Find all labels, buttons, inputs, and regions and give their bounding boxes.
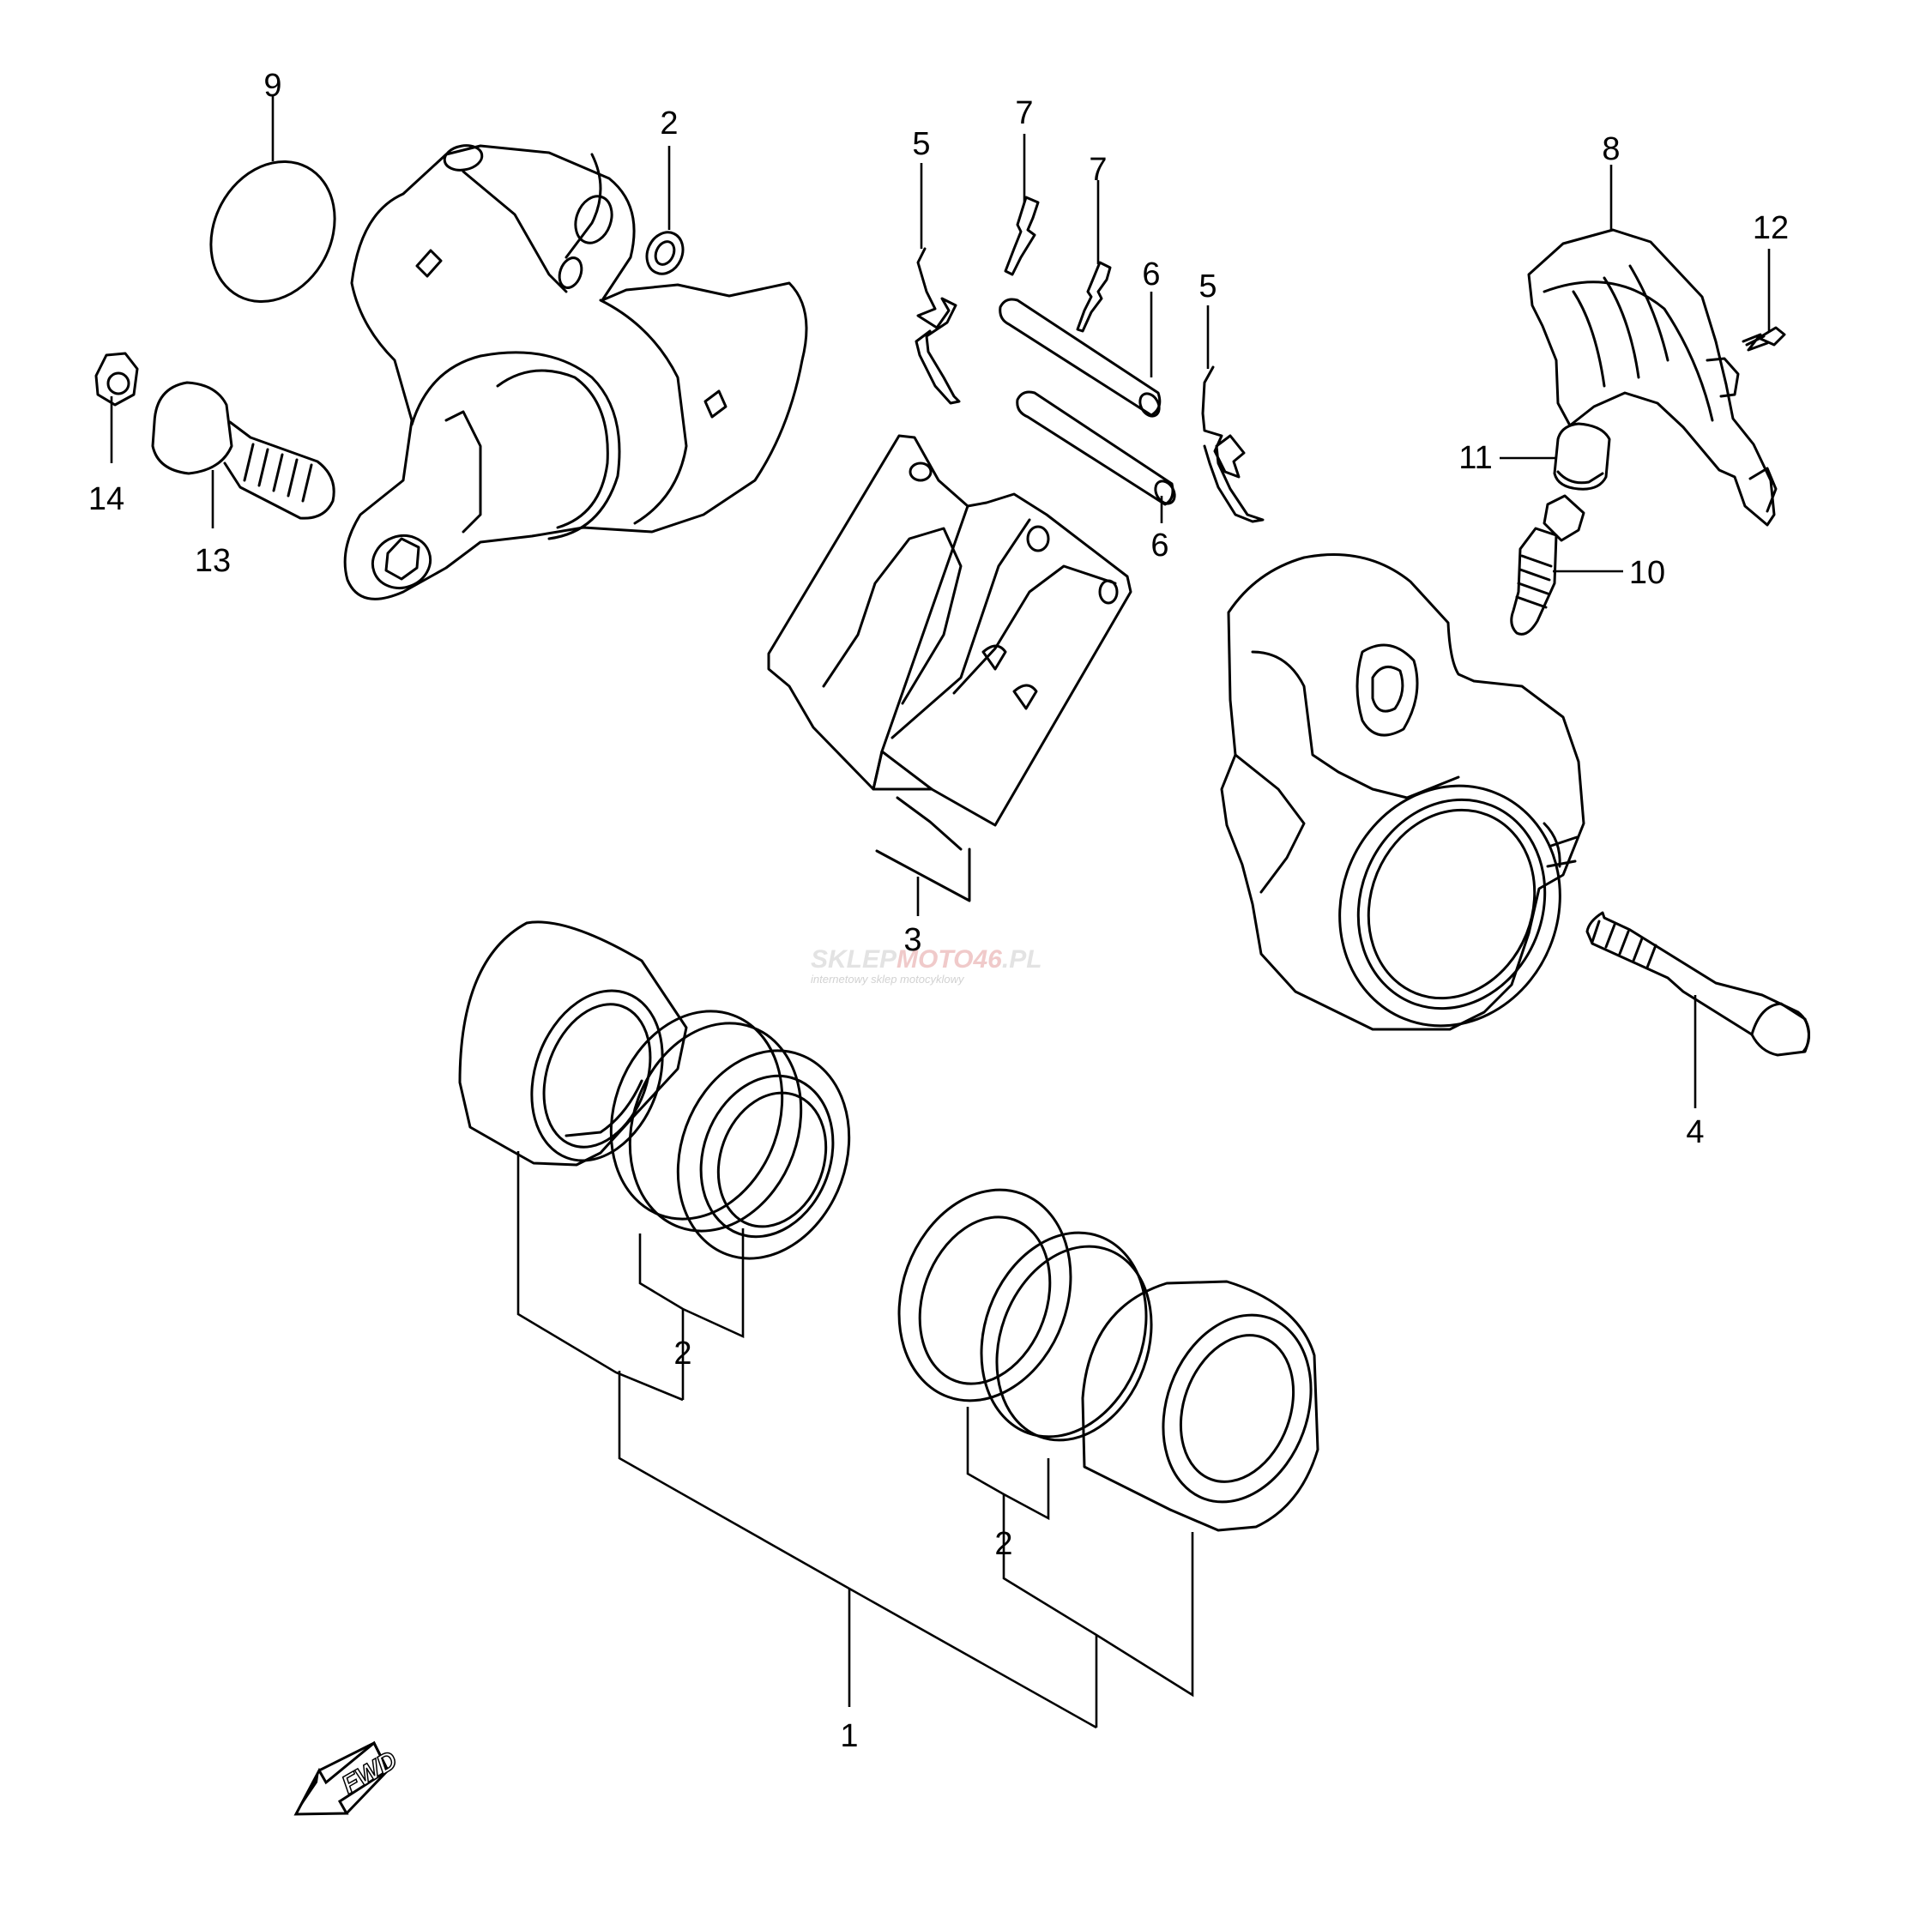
- callout-13: 13: [195, 543, 231, 579]
- watermark: SKLEPMOTO46.PL internetowy sklep motocyk…: [811, 945, 1042, 986]
- brake-pad-set-part: [767, 434, 1132, 902]
- caliper-bolt-part: [1585, 911, 1810, 1057]
- pad-spring-clip-part: [915, 247, 961, 405]
- pad-spring-clip-part: [1201, 365, 1265, 523]
- pad-pin-part: [1016, 390, 1176, 506]
- retaining-pin-part: [1004, 196, 1040, 276]
- callout-6-lower: 6: [1150, 528, 1168, 564]
- leader-lines: [110, 96, 1771, 1729]
- callout-2-lower-seals: 2: [994, 1526, 1012, 1562]
- callout-3: 3: [903, 922, 921, 958]
- callout-12: 12: [1753, 210, 1789, 246]
- callout-labels: 1 2 2 2 3 4 5 5 6 6 7 7 8 9 10 11 12 13 …: [88, 68, 1789, 1754]
- bleeder-valve-part: [1510, 494, 1585, 636]
- retaining-pin-part: [1076, 261, 1112, 333]
- callout-7-left: 7: [1015, 95, 1033, 131]
- callout-14: 14: [88, 481, 124, 517]
- callout-9: 9: [263, 68, 281, 104]
- svg-text:SKLEPMOTO46.PL: SKLEPMOTO46.PL: [811, 945, 1042, 974]
- cover-o-ring-part: [209, 160, 336, 304]
- callout-10: 10: [1629, 555, 1665, 591]
- caliper-body-right-part: [1220, 553, 1585, 1031]
- callout-1: 1: [840, 1718, 858, 1754]
- callout-7-right: 7: [1089, 152, 1107, 188]
- piston-and-seals-lower-part: [897, 1188, 1319, 1532]
- callout-8: 8: [1602, 131, 1620, 167]
- caliper-cover-part: [1527, 228, 1778, 527]
- callout-4: 4: [1686, 1114, 1704, 1150]
- bleeder-cap-part: [1553, 422, 1611, 491]
- piston-and-seals-upper-part: [458, 920, 851, 1260]
- small-screw-part: [1742, 326, 1786, 352]
- mounting-bolt-part: [151, 381, 335, 520]
- callout-2-seal-washer: 2: [660, 106, 678, 142]
- seal-washer-part: [645, 231, 685, 275]
- callout-11: 11: [1458, 440, 1492, 476]
- callout-2-upper-seals: 2: [673, 1336, 691, 1372]
- svg-text:internetowy sklep motocyklowy: internetowy sklep motocyklowy: [811, 973, 965, 986]
- caliper-bracket-left-part: [343, 144, 808, 600]
- callout-6-upper: 6: [1142, 256, 1160, 293]
- pad-pin-part: [999, 298, 1162, 418]
- callout-5-left: 5: [912, 126, 930, 162]
- callout-5-right: 5: [1198, 268, 1217, 305]
- nut-part: [94, 352, 139, 407]
- forward-direction-arrow: FWD: [293, 1740, 402, 1816]
